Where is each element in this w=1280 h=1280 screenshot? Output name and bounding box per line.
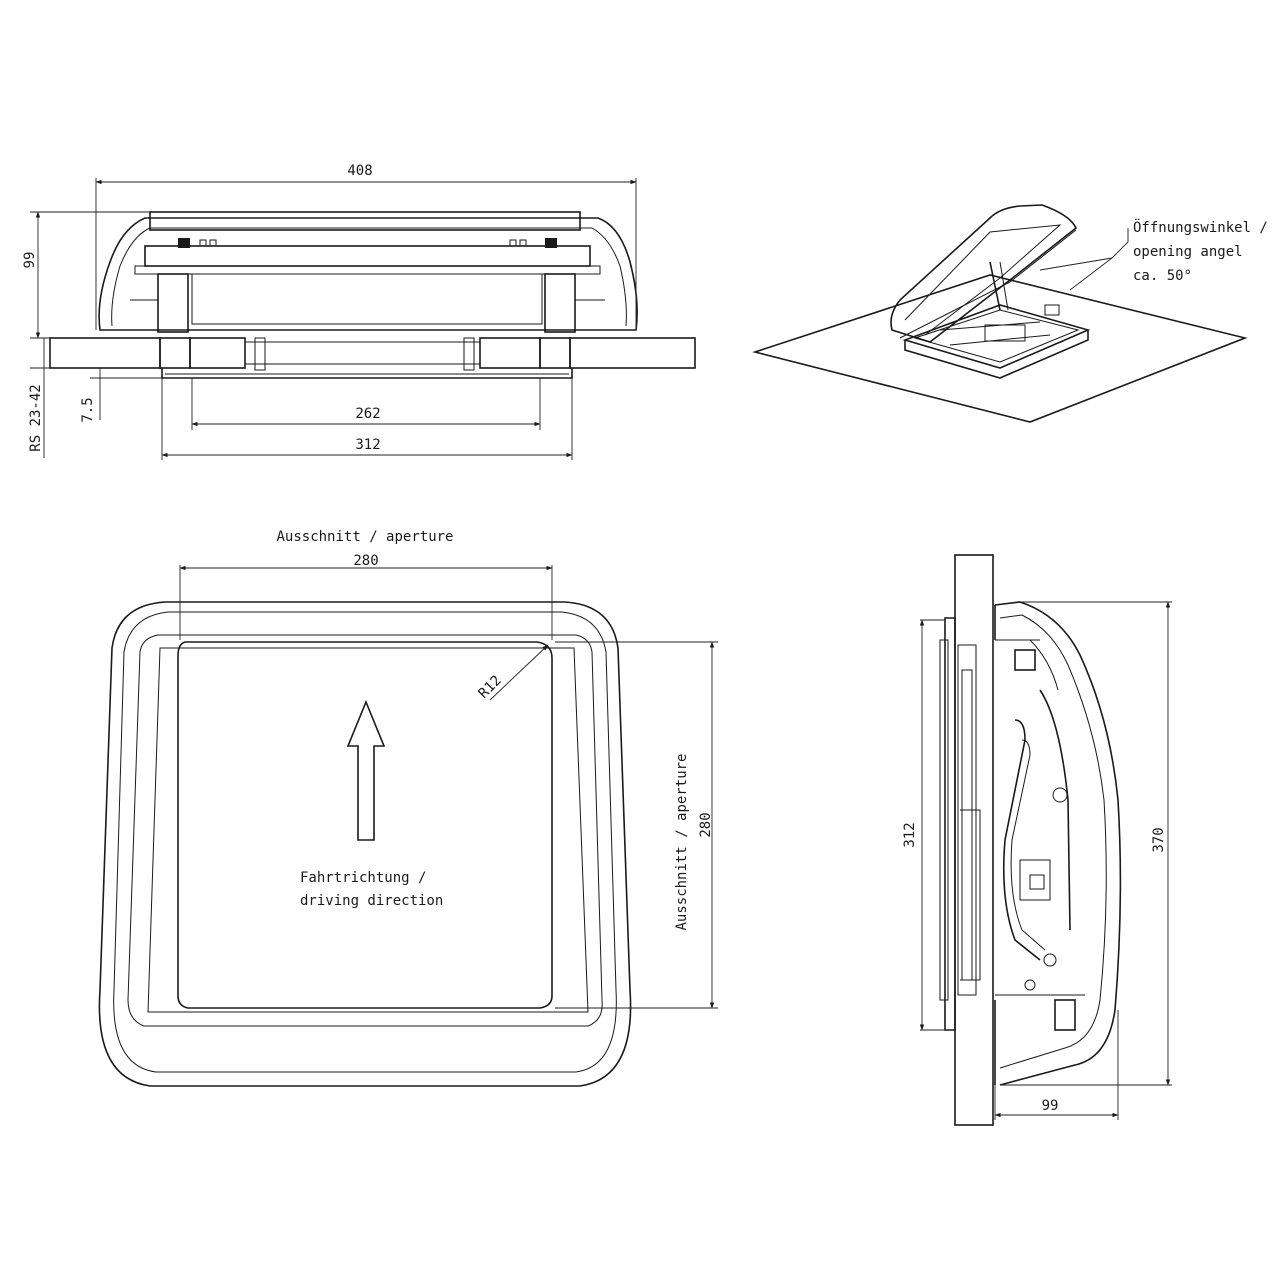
aperture-title: Ausschnitt / aperture: [276, 529, 453, 545]
dome-cover: [98, 211, 638, 333]
dim-408-label: 408: [347, 163, 372, 179]
side-section-view: 312 370 99: [902, 554, 1172, 1126]
dim-312-side-label: 312: [902, 822, 918, 847]
skylight-lid-open: [890, 204, 1077, 343]
roof-panel: [49, 337, 696, 369]
side-dimensions: [919, 601, 1172, 1120]
plan-dimensions: [179, 565, 718, 1009]
inner-frame: [920, 617, 981, 1031]
direction-label-en: driving direction: [300, 893, 443, 909]
dome-side-profile: [994, 601, 1122, 1086]
dim-7.5-label: 7.5: [80, 397, 96, 422]
angle-label-de: Öffnungswinkel /: [1133, 218, 1268, 236]
direction-label-de: Fahrtrichtung /: [300, 870, 426, 886]
dim-99-label: 99: [22, 252, 38, 269]
angle-label-en: opening angel: [1133, 244, 1243, 260]
skylight-base: [902, 304, 1091, 379]
dim-262-label: 262: [355, 406, 380, 422]
section-dimensions: [30, 178, 637, 460]
angle-leader: [1039, 228, 1129, 291]
section-view: 408 99 262 312 7.5 RS 23-42: [22, 163, 696, 460]
dim-99-side-label: 99: [1042, 1098, 1059, 1114]
dim-370-label: 370: [1151, 827, 1167, 852]
dim-280-label: 280: [353, 553, 378, 569]
dim-312-label: 312: [355, 437, 380, 453]
direction-arrow-icon: [346, 699, 386, 841]
dim-roof-label: RS 23-42: [28, 384, 44, 451]
perspective-view: Öffnungswinkel / opening angel ca. 50°: [752, 204, 1268, 423]
side-aperture-label: Ausschnitt / aperture: [674, 753, 690, 930]
radius-label: R12: [476, 673, 505, 702]
angle-value: ca. 50°: [1133, 268, 1192, 284]
plan-view: Ausschnitt / aperture 280 R12 Fahrtricht…: [98, 529, 718, 1087]
side-dim-280-label: 280: [698, 812, 714, 837]
lower-frame: [161, 337, 573, 379]
